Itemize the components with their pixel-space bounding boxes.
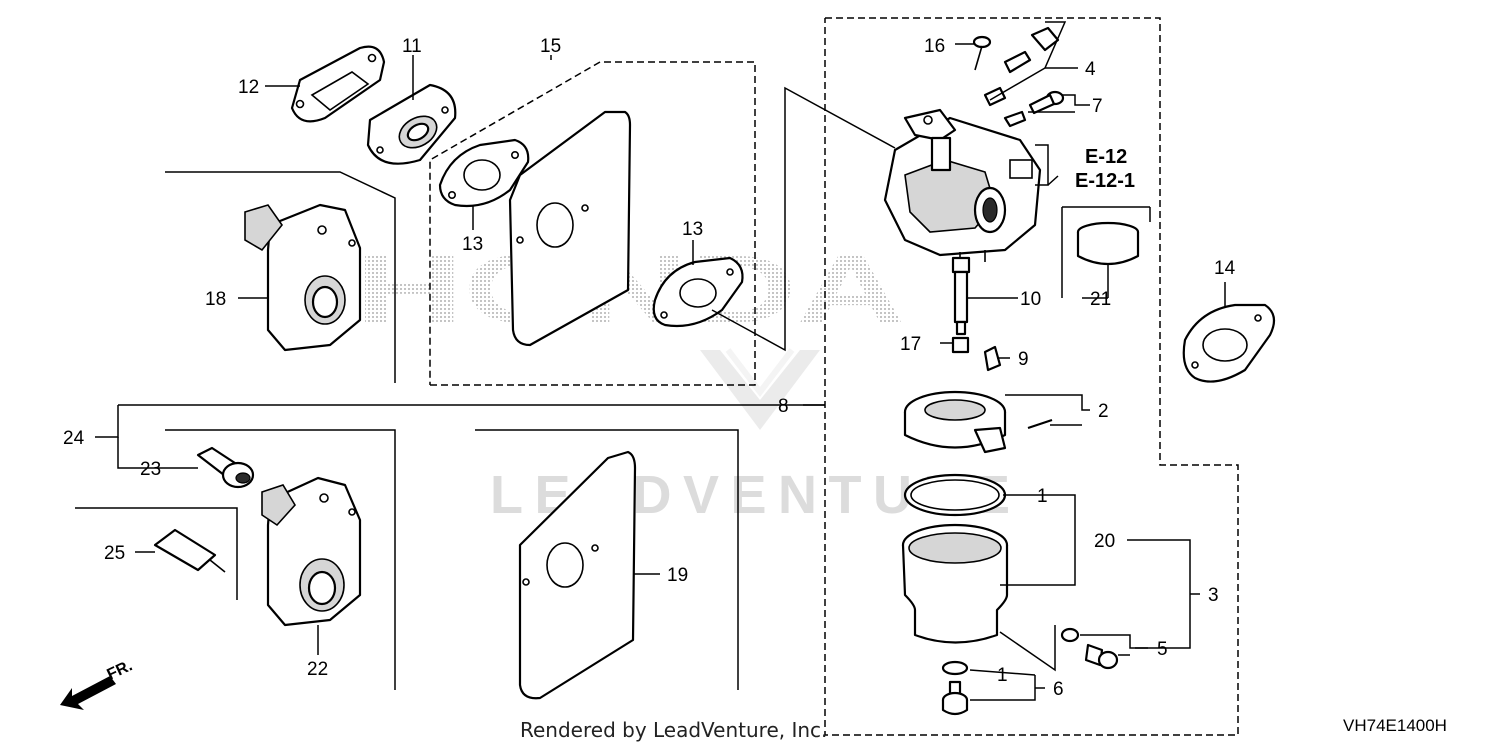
callout-labels: 12 11 15 13 13 18 16 4 7 E-12 E-12-1 21 …	[63, 36, 1236, 700]
callout-20: 20	[1094, 531, 1115, 552]
air-guide-part-15	[508, 110, 632, 347]
callout-4: 4	[1085, 59, 1096, 80]
callout-8: 8	[778, 396, 789, 417]
callout-21: 21	[1090, 289, 1111, 310]
jet-part-17	[951, 336, 970, 354]
float-bowl-part-20	[901, 523, 1009, 644]
float-part-2	[903, 390, 1053, 454]
gasket-part-14	[1182, 303, 1276, 383]
callout-10: 10	[1020, 289, 1041, 310]
jet-part-9	[983, 345, 1002, 372]
o-ring-part-1	[903, 473, 1007, 517]
insulator-part-11	[366, 83, 457, 165]
callout-15: 15	[540, 36, 561, 57]
diagram-code: VH74E1400H	[1343, 716, 1447, 735]
screw-part-7	[1003, 90, 1065, 128]
callout-24: 24	[63, 428, 85, 449]
rendered-by-footer: Rendered by LeadVenture, Inc.	[520, 718, 828, 742]
plate-part-19	[518, 450, 637, 700]
pilot-screw-part-4	[983, 26, 1060, 107]
insulator-block-part-18	[244, 203, 362, 352]
callout-6: 6	[1053, 679, 1064, 700]
callout-19: 19	[667, 565, 688, 586]
callout-25: 25	[104, 543, 125, 564]
leader-lines	[95, 21, 1226, 701]
honda-watermark: HONDA	[355, 236, 905, 343]
callout-3: 3	[1208, 585, 1219, 606]
part-25	[153, 528, 226, 573]
gasket-part-12	[290, 45, 386, 123]
callout-9: 9	[1018, 349, 1029, 370]
bolt-part-6	[941, 660, 969, 716]
gasket-part-13-right	[652, 256, 744, 328]
callout-11: 11	[402, 36, 422, 57]
callout-22: 22	[307, 659, 328, 680]
reference-e-12-1: E-12-1	[1075, 170, 1135, 192]
gasket-part-13-left	[438, 138, 530, 208]
callout-18: 18	[205, 289, 226, 310]
callout-13-right: 13	[682, 219, 703, 240]
callout-16: 16	[924, 36, 945, 57]
cap-part-21	[1076, 221, 1140, 266]
callout-1-upper: 1	[1037, 486, 1048, 507]
drain-screw-part-5	[1060, 627, 1119, 670]
part-23	[196, 446, 255, 489]
reference-e-12: E-12	[1085, 146, 1127, 168]
callout-7: 7	[1092, 96, 1103, 117]
callout-23: 23	[140, 459, 161, 480]
callout-1-lower: 1	[997, 665, 1008, 686]
fuel-tube-part-10	[951, 256, 971, 336]
callout-2: 2	[1098, 401, 1109, 422]
front-arrow-icon: FR.	[60, 657, 135, 710]
callout-12: 12	[238, 77, 259, 98]
svg-text:HONDA: HONDA	[355, 236, 905, 343]
callout-5: 5	[1157, 639, 1168, 660]
callout-13-left: 13	[462, 234, 483, 255]
insulator-block-part-22	[261, 476, 362, 627]
screw-part-16	[972, 35, 992, 71]
group-brackets	[75, 17, 1239, 736]
callout-17: 17	[900, 334, 921, 355]
leadventure-logo-watermark	[700, 348, 820, 430]
svg-text:FR.: FR.	[105, 657, 136, 683]
carburetor-part-8	[883, 108, 1042, 262]
callout-14: 14	[1214, 258, 1236, 279]
